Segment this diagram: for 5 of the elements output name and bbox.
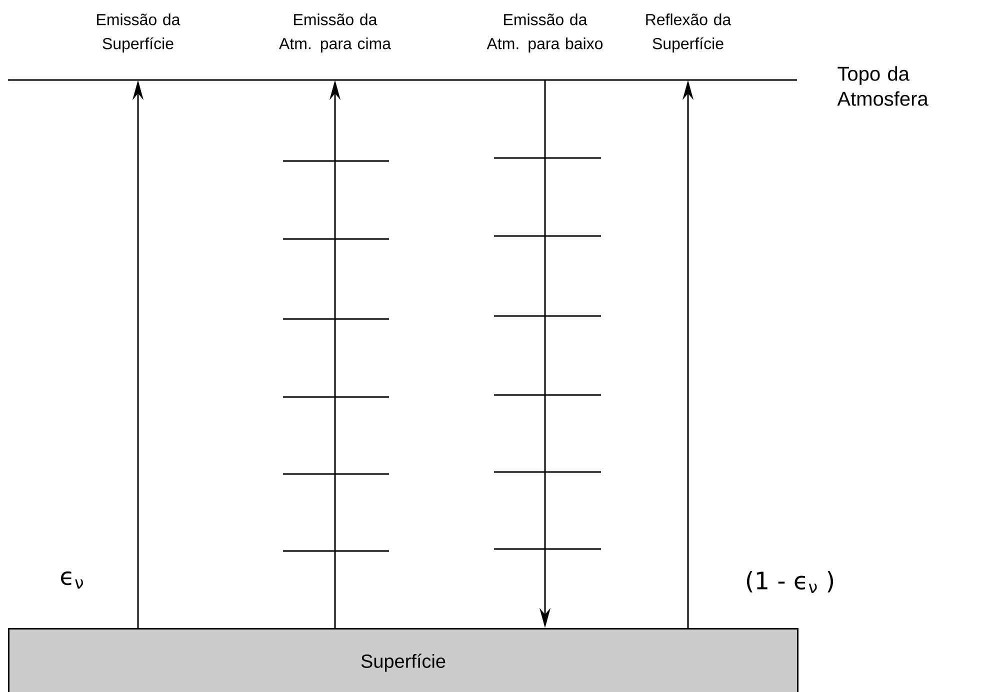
atmosphere-top-line — [8, 79, 797, 81]
symbol-label: (1 - ϵ$_{ν}$ ) — [746, 571, 834, 593]
symbol-label: ϵ$_{ν}$ — [61, 571, 84, 589]
atmosphere-top-label: Topo da Atmosfera — [837, 66, 928, 106]
surface-band: Superfície — [8, 628, 798, 692]
